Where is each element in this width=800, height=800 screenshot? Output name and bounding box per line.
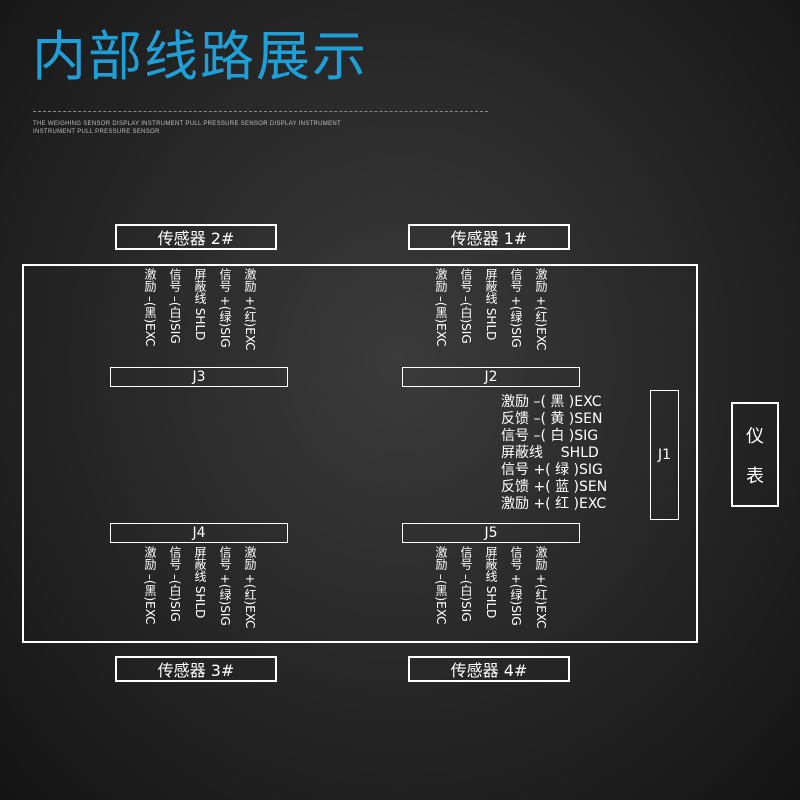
pin-shld: 屏蔽线 SHLD xyxy=(484,546,498,619)
pin-exc-neg: 激励 –(黑)EXC xyxy=(143,546,157,625)
connector-j1: J1 xyxy=(650,390,679,520)
j5-pins: 激励 –(黑)EXC 信号 –(白)SIG 屏蔽线 SHLD 信号 +(绿)SI… xyxy=(430,546,551,629)
wire-exc-neg: 激励 –( 黑 )EXC xyxy=(501,394,602,410)
instrument-label-1: 仪 xyxy=(746,425,764,447)
j2-pins: 激励 –(黑)EXC 信号 –(白)SIG 屏蔽线 SHLD 信号 +(绿)SI… xyxy=(430,268,551,351)
page-title: 内部线路展示 xyxy=(32,25,368,88)
pin-exc-pos: 激励 +(红)EXC xyxy=(534,546,548,629)
pin-shld: 屏蔽线 SHLD xyxy=(193,268,207,341)
j3-pins: 激励 –(黑)EXC 信号 –(白)SIG 屏蔽线 SHLD 信号 +(绿)SI… xyxy=(139,268,260,351)
pin-sig-pos: 信号 +(绿)SIG xyxy=(218,268,232,348)
wire-sen-neg: 反馈 –( 黄 )SEN xyxy=(501,411,603,427)
connector-j2: J2 xyxy=(402,367,580,387)
sensor-2-label: 传感器 2# xyxy=(115,224,277,250)
board-frame xyxy=(22,264,698,643)
wire-sig-neg: 信号 –( 白 )SIG xyxy=(501,428,599,444)
j1-wiring-list: 激励 –( 黑 )EXC 反馈 –( 黄 )SEN 信号 –( 白 )SIG 屏… xyxy=(501,394,607,513)
pin-exc-pos: 激励 +(红)EXC xyxy=(534,268,548,351)
wire-sig-pos: 信号 +( 绿 )SIG xyxy=(501,462,603,478)
sensor-1-label: 传感器 1# xyxy=(408,224,570,250)
pin-shld: 屏蔽线 SHLD xyxy=(193,546,207,619)
j4-pins: 激励 –(黑)EXC 信号 –(白)SIG 屏蔽线 SHLD 信号 +(绿)SI… xyxy=(139,546,260,629)
wire-exc-pos: 激励 +( 红 )EXC xyxy=(501,496,607,512)
wire-sen-pos: 反馈 +( 蓝 )SEN xyxy=(501,479,608,495)
title-divider xyxy=(33,111,488,112)
sensor-4-label: 传感器 4# xyxy=(408,656,570,682)
pin-exc-pos: 激励 +(红)EXC xyxy=(243,268,257,351)
pin-shld: 屏蔽线 SHLD xyxy=(484,268,498,341)
pin-sig-neg: 信号 –(白)SIG xyxy=(459,268,473,344)
pin-sig-neg: 信号 –(白)SIG xyxy=(168,546,182,622)
sensor-3-label: 传感器 3# xyxy=(115,656,277,682)
wire-shld: 屏蔽线 SHLD xyxy=(501,445,599,461)
pin-sig-pos: 信号 +(绿)SIG xyxy=(509,546,523,626)
connector-j5: J5 xyxy=(402,523,580,543)
instrument-box: 仪 表 xyxy=(731,402,779,507)
pin-exc-neg: 激励 –(黑)EXC xyxy=(434,546,448,625)
instrument-label-2: 表 xyxy=(746,465,764,487)
connector-j4: J4 xyxy=(110,523,288,543)
pin-exc-pos: 激励 +(红)EXC xyxy=(243,546,257,629)
pin-sig-neg: 信号 –(白)SIG xyxy=(168,268,182,344)
subtitle-line-2: INSTRUMENT PULL PRESSURE SENSOR xyxy=(33,129,160,135)
subtitle-line-1: THE WEIGHING SENSOR DISPLAY INSTRUMENT P… xyxy=(33,121,342,127)
pin-exc-neg: 激励 –(黑)EXC xyxy=(143,268,157,347)
pin-sig-neg: 信号 –(白)SIG xyxy=(459,546,473,622)
connector-j3: J3 xyxy=(110,367,288,387)
pin-sig-pos: 信号 +(绿)SIG xyxy=(509,268,523,348)
pin-sig-pos: 信号 +(绿)SIG xyxy=(218,546,232,626)
pin-exc-neg: 激励 –(黑)EXC xyxy=(434,268,448,347)
